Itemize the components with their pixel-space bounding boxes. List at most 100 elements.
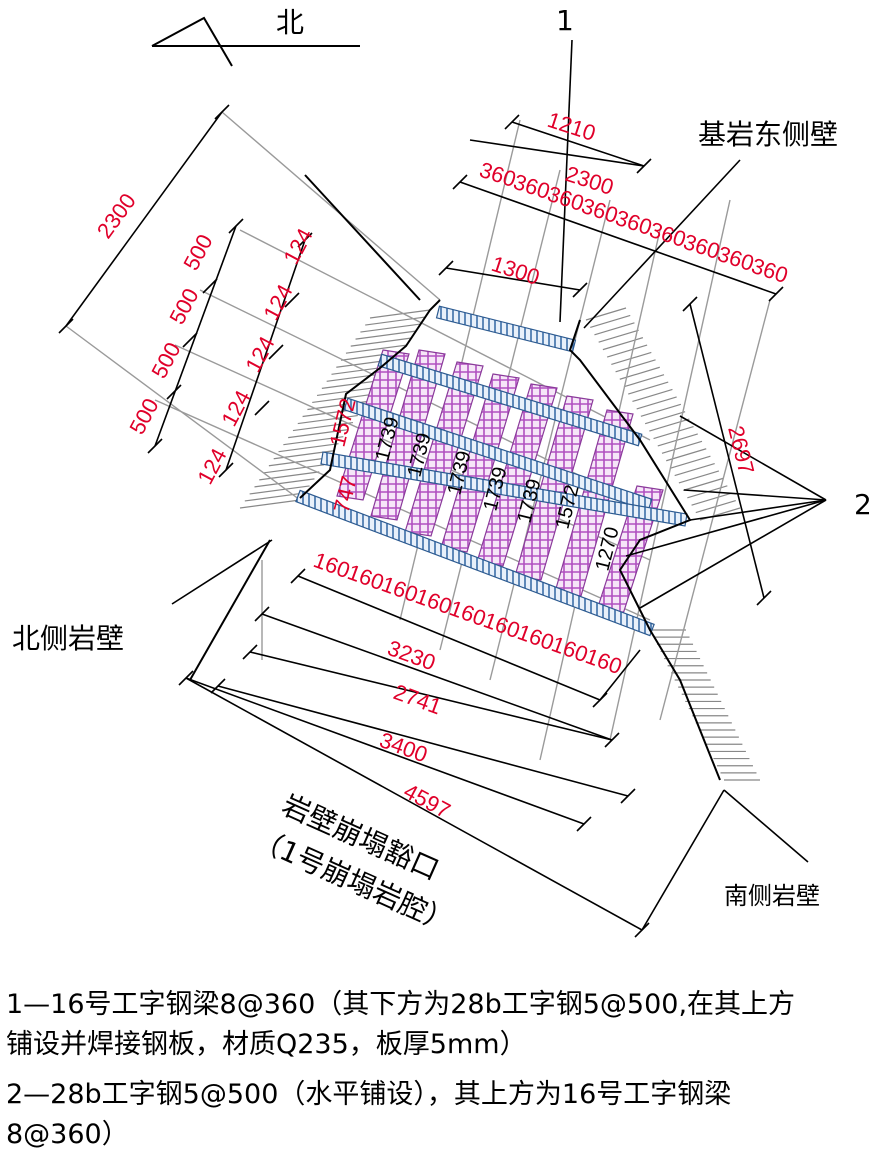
north-label: 北 [276, 6, 304, 39]
dim-124: 124 [192, 444, 231, 488]
beam-length-labels: 1739 1739 1739 1739 1739 1572 1270 [372, 415, 624, 574]
tick [178, 670, 194, 686]
tick [210, 678, 226, 694]
dim-124: 124 [240, 332, 279, 376]
tick [290, 568, 306, 584]
hatch-line [632, 388, 673, 403]
dim-3230: 3230 [384, 635, 439, 675]
hatch-line [278, 443, 339, 453]
hatch-line [259, 471, 320, 481]
hatch-line [628, 381, 669, 395]
dim-160: 160 [582, 643, 625, 679]
tick [218, 462, 234, 478]
legend-item2-line1: 2—28b工字钢5@500（水平铺设），其上方为16号工字钢梁 [6, 1079, 732, 1110]
hatch-line [369, 309, 431, 319]
dimension-ticks [58, 104, 784, 938]
hatch-line [615, 359, 656, 373]
hatch-line [355, 330, 416, 340]
hatch-line [360, 323, 421, 333]
dim-1210: 1210 [544, 107, 598, 146]
tick [242, 644, 258, 660]
hatch-line [661, 440, 703, 454]
steel-frame [295, 305, 688, 637]
steel-beam-16 [370, 349, 446, 521]
hatch-line [649, 418, 690, 432]
hatch-line [292, 421, 354, 432]
steel-beam-16 [476, 383, 558, 567]
tick [438, 260, 454, 276]
tick [297, 232, 313, 248]
tick [58, 318, 74, 334]
item-2-label: 2 [854, 488, 872, 521]
dim-2741: 2741 [390, 679, 445, 719]
hatch-line [678, 470, 720, 484]
hatch-line [636, 396, 677, 410]
hatch-line [254, 478, 315, 488]
north-arrow: 北 [151, 6, 360, 67]
dim-360: 360 [748, 253, 791, 288]
tick [284, 292, 300, 308]
hatch-line [657, 433, 698, 447]
dim-500: 500 [146, 338, 185, 382]
steel-beam-28b [377, 353, 643, 447]
hatch-line [623, 374, 665, 388]
tick [147, 438, 163, 454]
tick [182, 332, 198, 348]
tick [576, 816, 592, 832]
hatch-line [297, 414, 358, 425]
item-1-label: 1 [556, 4, 574, 37]
tick [768, 286, 784, 302]
hatch-line [590, 314, 631, 328]
south-wall-label: 南侧岩壁 [724, 882, 820, 910]
tick [214, 104, 230, 120]
tick [592, 692, 608, 708]
tick [572, 282, 588, 298]
hatch-line [670, 455, 711, 469]
wall-outline [189, 174, 721, 781]
tick [202, 278, 218, 294]
steel-beam-16 [440, 373, 520, 553]
dim-124: 124 [258, 280, 297, 324]
hatch-line [350, 337, 411, 347]
tick [452, 174, 468, 190]
dim-124: 124 [278, 224, 317, 268]
plan-drawing: 北 [12, 4, 872, 939]
tick [254, 400, 270, 416]
hatch-line [644, 411, 686, 425]
hatch-line [602, 337, 644, 351]
tick [604, 732, 620, 748]
dimension-lines [65, 39, 827, 931]
hatch-line [653, 425, 694, 440]
hatch-line [321, 379, 382, 389]
tick [254, 606, 270, 622]
hatch-line [640, 403, 682, 417]
steel-beam-28b [435, 305, 577, 353]
tick [268, 344, 284, 360]
north-wall-label: 北侧岩壁 [12, 622, 124, 655]
hatch-line [674, 462, 715, 477]
tick [682, 296, 698, 312]
hatch-line [239, 499, 301, 509]
steel-beam-28b [295, 489, 655, 637]
dim-500: 500 [178, 230, 217, 274]
tick [756, 590, 772, 606]
legend-item1-line1: 1—16号工字钢梁8@360（其下方为28b工字钢5@500,在其上方 [6, 989, 796, 1020]
tick [636, 158, 652, 174]
steel-beam-28b [343, 397, 653, 512]
hatch-line [594, 322, 635, 336]
dim-1300: 1300 [488, 251, 542, 290]
dim-500: 500 [164, 284, 203, 328]
hatch-line [244, 492, 305, 502]
hatch-line [606, 344, 648, 358]
hatch-line [312, 393, 373, 404]
rock-hatch [239, 307, 760, 781]
dim-2697: 2697 [723, 423, 759, 477]
dim-4597: 4597 [400, 778, 455, 823]
hatch-line [316, 386, 378, 397]
tick [634, 922, 650, 938]
legend-item2-line2: 8@360） [6, 1119, 129, 1150]
tick [504, 114, 520, 130]
dim-124: 124 [216, 386, 255, 430]
tick [620, 788, 636, 804]
hatch-line [283, 436, 344, 446]
